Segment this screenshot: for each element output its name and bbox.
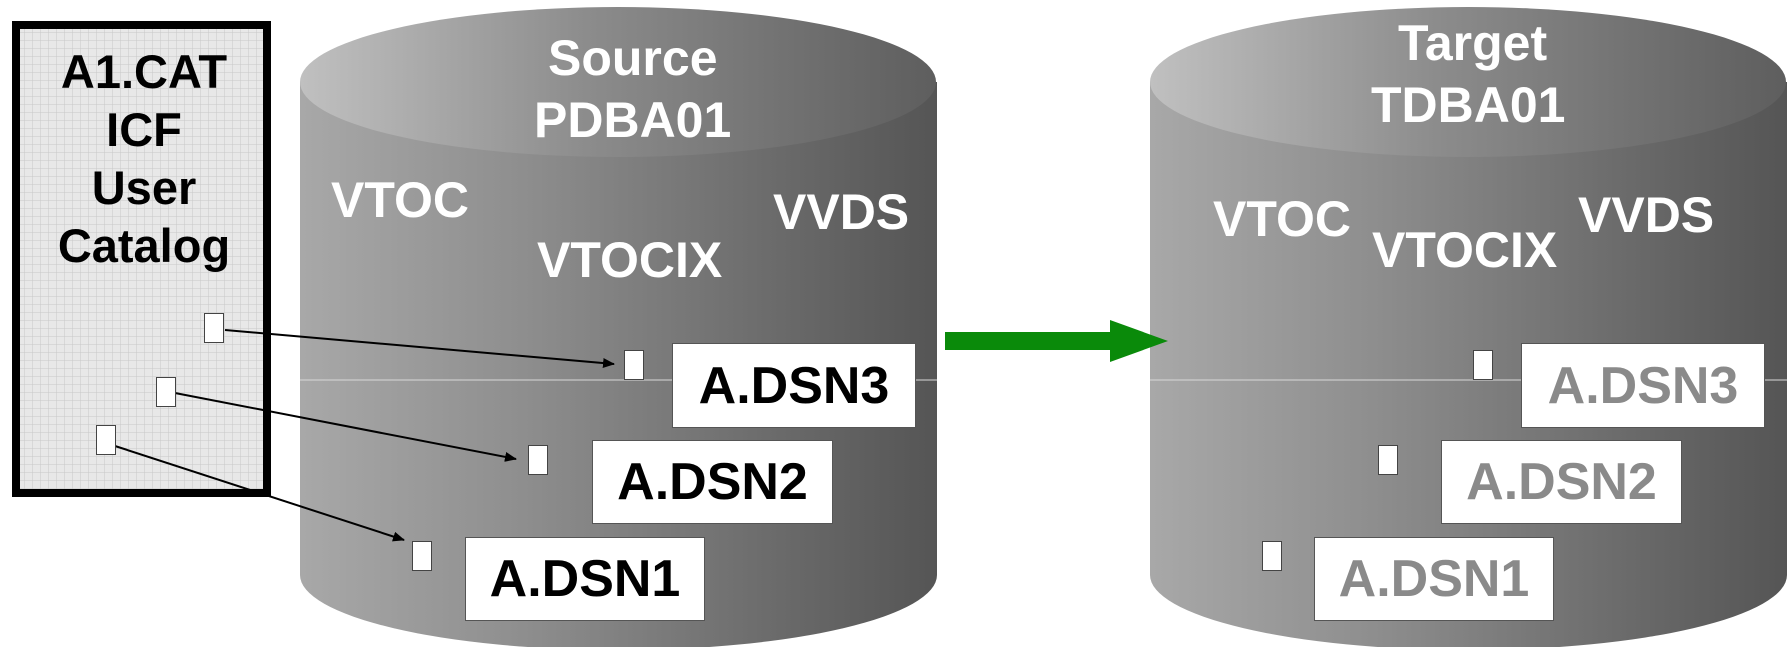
target-dataset-dsn3: A.DSN3 xyxy=(1521,343,1765,428)
target-vvds-label: VVDS xyxy=(1578,187,1715,243)
target-title: Target xyxy=(1398,15,1548,71)
source-dataset-dsn1: A.DSN1 xyxy=(465,537,705,621)
catalog-entry-dsn1 xyxy=(96,425,116,455)
target-vtoc-entry-dsn2 xyxy=(1378,445,1398,475)
pointer-dsn1 xyxy=(114,445,405,542)
target-dataset-dsn2: A.DSN2 xyxy=(1441,440,1682,524)
catalog-line-2: ICF xyxy=(106,103,182,156)
target-dataset-dsn1: A.DSN1 xyxy=(1314,537,1554,621)
catalog-box xyxy=(12,21,271,497)
catalog-entry-dsn2 xyxy=(156,377,176,407)
source-vtoc-entry-dsn3 xyxy=(624,350,644,380)
target-vtocix-label: VTOCIX xyxy=(1372,222,1558,278)
source-dataset-dsn2: A.DSN2 xyxy=(592,440,833,524)
target-vtoc-entry-dsn3 xyxy=(1473,350,1493,380)
source-title: Source xyxy=(548,30,718,86)
pointer-dsn3 xyxy=(224,329,615,369)
catalog-line-4: Catalog xyxy=(57,219,231,272)
target-vtoc-entry-dsn1 xyxy=(1262,541,1282,571)
catalog-entry-dsn3 xyxy=(204,313,224,343)
target-volser: TDBA01 xyxy=(1371,77,1566,133)
target-vtoc-label: VTOC xyxy=(1213,191,1351,247)
source-vtoc-entry-dsn2 xyxy=(528,445,548,475)
catalog-line-1: A1.CAT xyxy=(60,45,228,98)
source-vtoc-label: VTOC xyxy=(331,172,469,228)
source-vvds-label: VVDS xyxy=(773,184,910,240)
catalog-line-3: User xyxy=(91,161,197,214)
source-vtocix-label: VTOCIX xyxy=(537,232,723,288)
pointer-dsn2 xyxy=(174,392,517,462)
transfer-arrow xyxy=(945,320,1168,362)
source-volser: PDBA01 xyxy=(534,92,732,148)
source-vtoc-entry-dsn1 xyxy=(412,541,432,571)
catalog-label: A1.CAT ICF User Catalog xyxy=(24,48,264,280)
source-dataset-dsn3: A.DSN3 xyxy=(672,343,916,428)
